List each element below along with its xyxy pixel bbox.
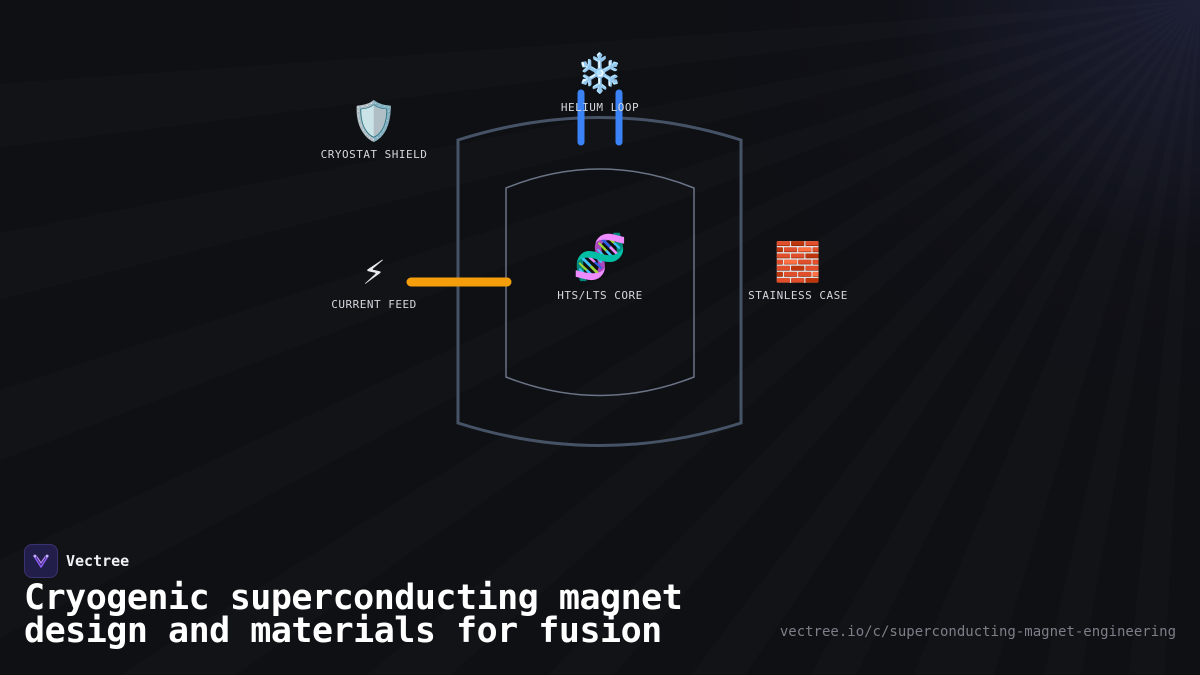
current-feed-node: ⚡ CURRENT FEED [331, 250, 416, 311]
lightning-icon: ⚡ [362, 249, 386, 293]
snowflake-icon: ❄️ [576, 51, 624, 95]
vectree-logo-icon [24, 544, 58, 578]
outer-vessel [456, 116, 743, 447]
current-feed-label: CURRENT FEED [331, 298, 417, 311]
dna-icon: 🧬 [572, 232, 628, 283]
core-node: 🧬 HTS/LTS CORE [557, 232, 643, 303]
inner-vessel [505, 168, 695, 397]
page-url: vectree.io/c/superconducting-magnet-engi… [779, 624, 1176, 640]
shield-icon: 🛡️ [350, 99, 398, 143]
brick-icon: 🧱 [774, 240, 822, 284]
brand: Vectree [24, 544, 129, 578]
stainless-case-label: STAINLESS CASE [748, 289, 848, 302]
cryostat-shield-node: 🛡️ CRYOSTAT SHIELD [321, 100, 428, 161]
cryostat-shield-label: CRYOSTAT SHIELD [320, 148, 428, 161]
page-title: Cryogenic superconducting magnet design … [24, 578, 683, 651]
stainless-case-node: 🧱 STAINLESS CASE [748, 241, 848, 302]
helium-loop-node: ❄️ HELIUM LOOP [561, 52, 639, 114]
core-label: HTS/LTS CORE [557, 289, 643, 302]
helium-loop-label: HELIUM LOOP [560, 101, 640, 114]
brand-name: Vectree [66, 552, 130, 570]
